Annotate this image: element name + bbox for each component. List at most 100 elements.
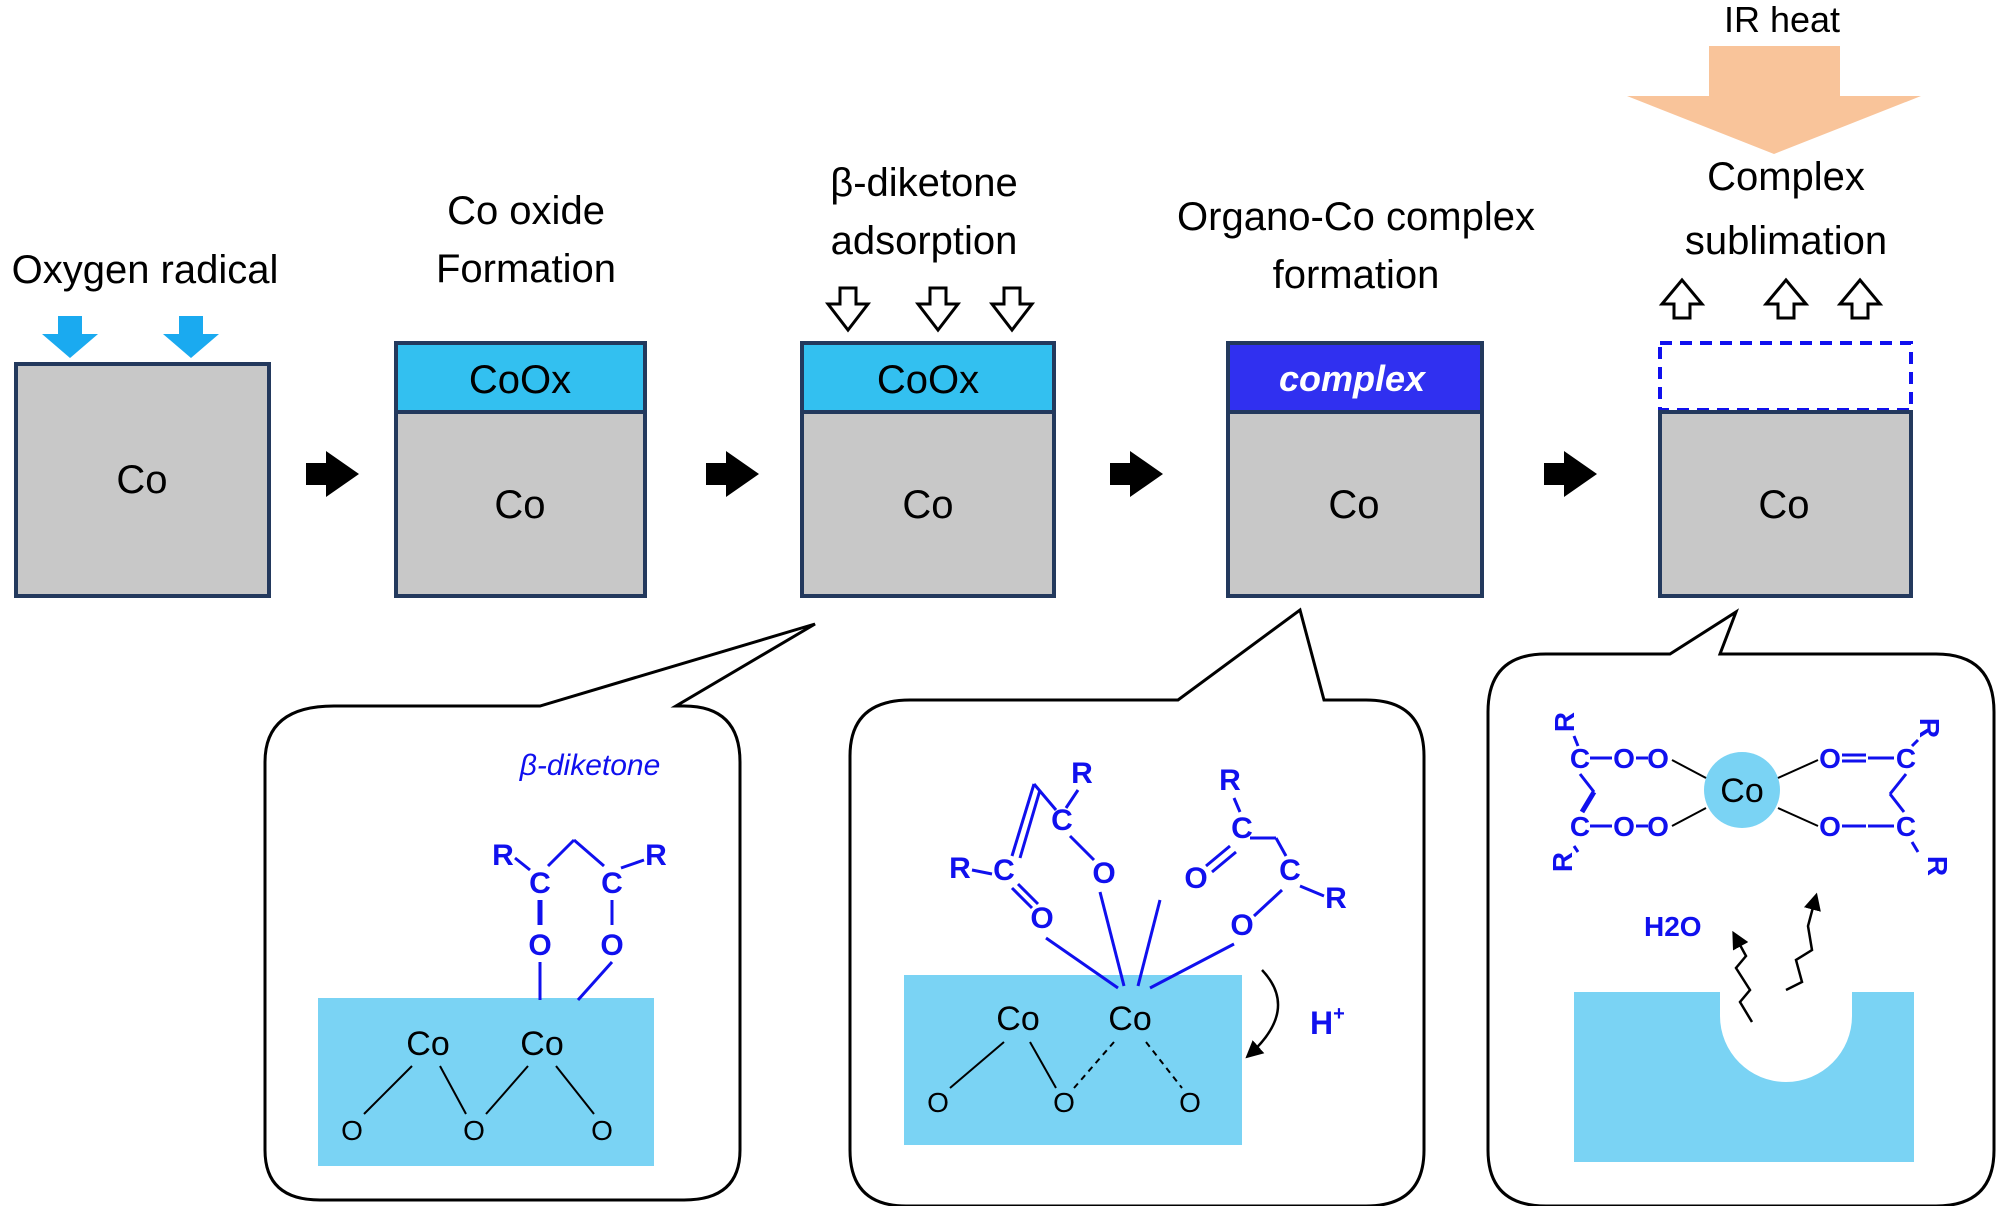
down-arrow-outline-icon [988, 286, 1036, 333]
co-substrate [14, 362, 271, 598]
flow-arrow-icon [1544, 451, 1597, 497]
oxygen-atom: O [1613, 743, 1635, 774]
complex-layer [1226, 341, 1484, 414]
step-2-label-line2: Formation [436, 247, 616, 291]
lattice-bonds [363, 1065, 595, 1115]
r-group: R [949, 852, 971, 885]
flow-arrow-icon [706, 451, 759, 497]
oxygen-atom: O [1647, 811, 1669, 842]
oxygen-atom: O [600, 929, 623, 962]
step-1-label: Oxygen radical [12, 248, 279, 292]
co-substrate [394, 410, 647, 598]
co-atom: Co [996, 1000, 1039, 1038]
carbon-atom: C [1231, 812, 1253, 845]
step-5-complex-sublimation: IR heat Complex sublimation Co [1627, 0, 1921, 598]
oxygen-atom: O [1647, 743, 1669, 774]
lattice-bonds [949, 1041, 1183, 1089]
co-substrate-label: Co [1758, 483, 1809, 527]
oxide-o: O [591, 1115, 613, 1146]
step-3-diketone-adsorption: β-diketone adsorption CoOx Co [800, 161, 1056, 598]
bubble-complex-formation: R C O R C O R C O C R O [848, 607, 1426, 1206]
oxygen-atom: O [1819, 743, 1841, 774]
coox-layer-label: CoOx [469, 358, 571, 402]
down-arrow-outline-icon [824, 286, 872, 333]
molecule-bonds [514, 838, 645, 1002]
up-arrow-outline-icon [1762, 277, 1810, 320]
oxide-surface [904, 975, 1242, 1145]
ir-heat-label: IR heat [1724, 0, 1840, 40]
co-substrate-label: Co [1328, 483, 1379, 527]
water-label: H2O [1644, 911, 1702, 942]
r-group: R [1547, 852, 1578, 872]
oxygen-atom: O [1230, 909, 1253, 942]
co-substrate-label: Co [494, 483, 545, 527]
r-group: R [645, 839, 667, 872]
coox-layer [800, 341, 1056, 414]
carbon-atom: C [1051, 804, 1073, 837]
proton-release-arrow [1245, 969, 1280, 1059]
diketone-title: β-diketone [519, 749, 661, 782]
bubble-complex-sublimation: Co R C O O C O O R O C R O C R [1486, 608, 1996, 1206]
step-1-oxygen-radical: Oxygen radical Co [12, 248, 279, 598]
sublimated-layer-outline [1658, 341, 1913, 412]
oxide-o: O [1053, 1087, 1075, 1118]
flow-arrow-icon [306, 451, 359, 497]
coordination-bonds [1671, 759, 1819, 827]
oxide-o: O [927, 1087, 949, 1118]
ligand-bonds [1572, 735, 1920, 853]
r-group: R [1071, 757, 1093, 790]
co-atom: Co [406, 1025, 449, 1063]
co-substrate [800, 410, 1056, 598]
co-atom-circle [1704, 752, 1780, 828]
oxygen-atom: O [1184, 862, 1207, 895]
carbon-atom: C [1896, 743, 1916, 774]
coox-layer-label: CoOx [877, 358, 979, 402]
up-arrow-outline-icon [1658, 277, 1706, 320]
oxygen-atom: O [528, 929, 551, 962]
r-group: R [1549, 712, 1580, 732]
co-atom: Co [520, 1025, 563, 1063]
coox-layer [394, 341, 647, 414]
ir-heat-arrow-icon [1627, 46, 1921, 154]
carbon-atom: C [529, 867, 551, 900]
carbon-atom: C [1570, 811, 1590, 842]
carbon-atom: C [1279, 854, 1301, 887]
step-3-label-line2: adsorption [831, 219, 1018, 263]
oxide-o: O [463, 1115, 485, 1146]
bubble-diketone-adsorption: β-diketone R C C R O O Co Co O O O [263, 622, 816, 1202]
r-group: R [1219, 764, 1241, 797]
co-substrate-label: Co [902, 483, 953, 527]
r-group: R [1922, 856, 1953, 876]
oxide-o: O [341, 1115, 363, 1146]
r-group: R [1914, 718, 1945, 738]
step-2-label-line1: Co oxide [447, 189, 605, 233]
co-atom: Co [1720, 772, 1763, 810]
step-4-label-line1: Organo-Co complex [1177, 195, 1535, 239]
radical-arrow-icon [163, 316, 219, 358]
down-arrow-outline-icon [914, 286, 962, 333]
complex-layer-label: complex [1279, 358, 1427, 399]
step-5-label-line2: sublimation [1685, 219, 1887, 263]
coordination-bonds [1045, 891, 1235, 990]
step-4-label-line2: formation [1273, 253, 1440, 297]
co-substrate [1658, 410, 1913, 598]
up-arrow-outline-icon [1836, 277, 1884, 320]
carbon-atom: C [993, 854, 1015, 887]
step-2-oxide-formation: Co oxide Formation CoOx Co [394, 189, 647, 598]
co-substrate [1226, 410, 1484, 598]
r-group: R [492, 839, 514, 872]
water-release-arrow [1732, 930, 1754, 1023]
etched-surface [1574, 992, 1914, 1162]
r-group: R [1325, 882, 1347, 915]
flow-arrow-icon [1110, 451, 1163, 497]
co-substrate-label: Co [116, 458, 167, 502]
oxygen-atom: O [1613, 811, 1635, 842]
carbon-atom: C [1570, 743, 1590, 774]
oxygen-atom: O [1819, 811, 1841, 842]
step-5-label-line1: Complex [1707, 155, 1865, 199]
step-3-label-line1: β-diketone [830, 161, 1018, 205]
carbon-atom: C [1896, 811, 1916, 842]
ligand-bonds [971, 783, 1325, 918]
proton-label: H+ [1310, 1003, 1345, 1041]
